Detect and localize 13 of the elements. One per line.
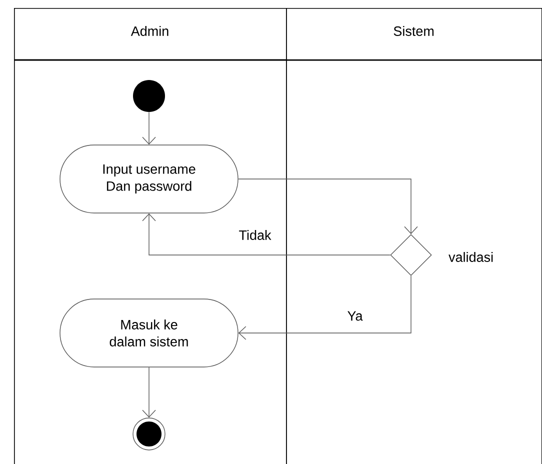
arrow <box>238 178 418 234</box>
activity-box: Masuk ke dalam sistem <box>60 298 238 368</box>
activity-box: Input username Dan password <box>60 144 238 214</box>
end-node <box>132 418 166 450</box>
start-node <box>133 80 165 112</box>
arrow <box>142 112 156 145</box>
decision-label: validasi <box>448 252 493 262</box>
arrow <box>142 213 390 256</box>
decision-diamond <box>390 234 432 276</box>
arrow <box>238 275 412 340</box>
arrow <box>142 366 156 418</box>
edge-label: Ya <box>346 310 364 322</box>
edge-label: Tidak <box>238 229 272 241</box>
